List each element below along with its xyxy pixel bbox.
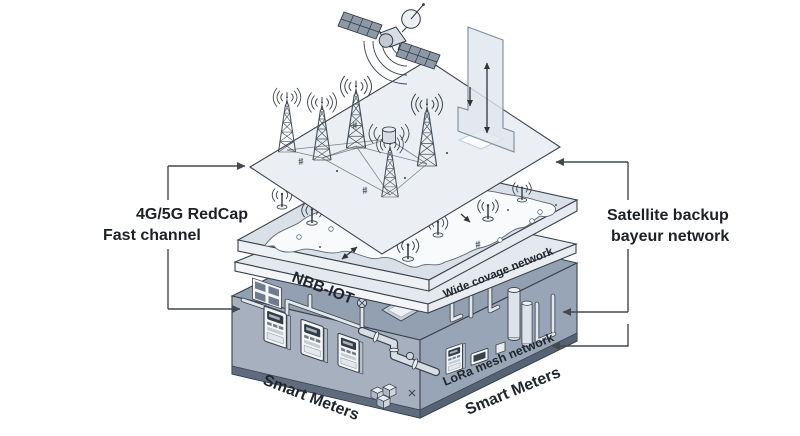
mesh-link-lines	[286, 138, 428, 196]
right-face-equipment	[445, 275, 557, 375]
annotation-right: Satellite backup bayeur network	[551, 158, 729, 350]
satellite-dish-icon	[401, 3, 425, 33]
annotation-left: 4G/5G RedCap Fast channel	[103, 162, 248, 313]
label-left-line2: Fast channel	[103, 227, 201, 244]
hash-marker: #	[474, 239, 482, 251]
label-right-line2: bayeur network	[611, 228, 729, 245]
valve-icon	[405, 351, 415, 361]
hash-marker: #	[361, 185, 369, 197]
pipework	[356, 297, 441, 377]
label-right-line1: Satellite backup	[607, 207, 729, 224]
base-station-icon	[368, 123, 410, 145]
satellite-icon	[337, 3, 441, 85]
hash-marker: #	[297, 156, 305, 168]
tank-icon	[507, 287, 521, 341]
solar-panel-icon	[337, 11, 383, 40]
small-arrow-icon	[460, 213, 471, 223]
satellite-backup-plane	[457, 26, 515, 153]
x-marker	[408, 389, 416, 397]
junction-box-icon	[495, 341, 506, 355]
move-arrow-icon	[341, 246, 358, 260]
hash-marker: #	[351, 120, 359, 132]
solar-panel-icon	[395, 41, 441, 70]
label-left-line1: 4G/5G RedCap	[136, 206, 248, 223]
